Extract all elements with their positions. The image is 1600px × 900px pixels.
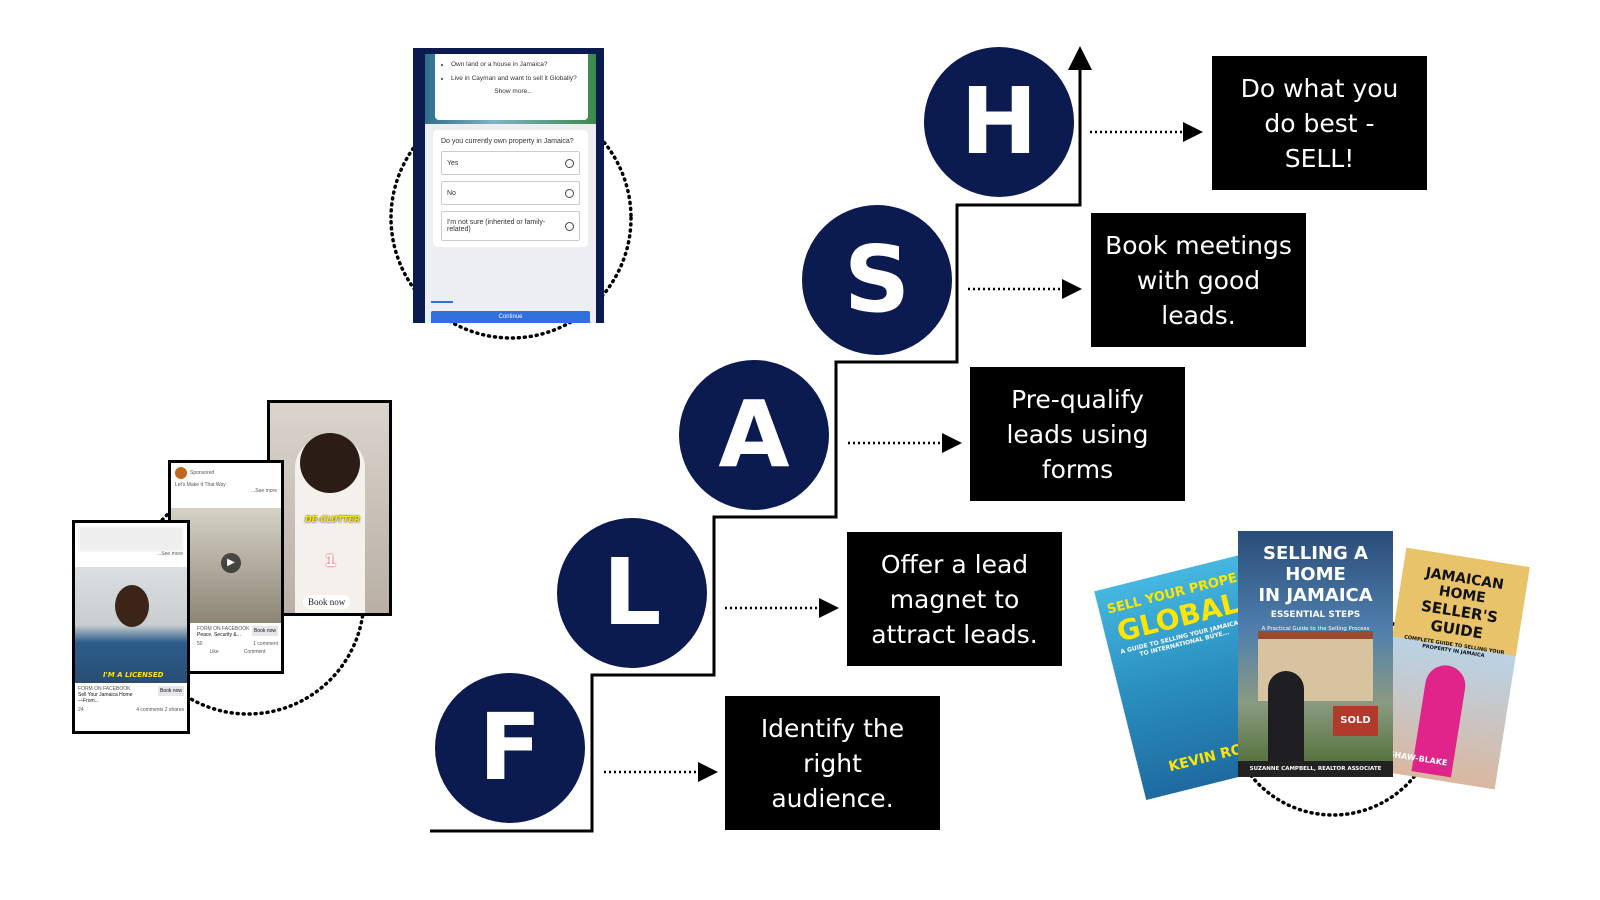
comment-count: 1 comment [253, 641, 278, 647]
step-h-circle: H [924, 47, 1074, 197]
step-l-circle: L [557, 518, 707, 668]
comment-button[interactable]: Comment [243, 649, 266, 655]
book-subtitle: ESSENTIAL STEPS [1270, 610, 1361, 620]
continue-button[interactable]: Continue [431, 311, 590, 323]
option-label: No [447, 189, 456, 197]
ad-title: Sell Your Jamaica Home—From... [78, 692, 133, 704]
staircase-line [430, 46, 1092, 833]
play-icon[interactable]: ▶ [221, 553, 241, 573]
book-cover-person [1268, 671, 1304, 761]
see-more-link[interactable]: ...See more [251, 488, 277, 494]
option-not-sure[interactable]: I'm not sure (inherited or family-relate… [441, 211, 580, 241]
question-card: Do you currently own property in Jamaica… [433, 130, 588, 247]
ad-overlay-number: 1 [325, 551, 337, 570]
ad-overlay-text: DE-CLUTTER [305, 515, 361, 524]
progress-bar [431, 301, 453, 303]
ad-video-person-head [300, 433, 360, 493]
step-a-box: Pre-qualify leads using forms [970, 367, 1185, 501]
step-a-circle: A [679, 360, 829, 510]
form-label: FORM ON FACEBOOK [197, 626, 250, 632]
ad-video-person-head [115, 585, 149, 627]
ad-header: ...See more [75, 523, 187, 567]
step-h-box: Do what you do best - SELL! [1212, 56, 1427, 190]
step-f-circle: F [435, 673, 585, 823]
book-now-button[interactable]: Book now [303, 595, 351, 609]
ad-title: Peace, Security &... [197, 632, 241, 638]
book-tagline: A Practical Guide to the Selling Process [1261, 626, 1370, 632]
step-s-box: Book meetings with good leads. [1091, 213, 1306, 347]
form-question: Do you currently own property in Jamaica… [441, 138, 574, 145]
book-title: IN JAMAICA [1258, 585, 1373, 606]
radio-icon [565, 188, 574, 198]
option-yes[interactable]: Yes [441, 151, 580, 175]
book-author: SUZANNE CAMPBELL, REALTOR ASSOCIATE [1238, 761, 1393, 777]
reaction-count: 50 [197, 641, 203, 647]
step-f-box: Identify the right audience. [725, 696, 940, 830]
show-more-link[interactable]: Show more... [494, 88, 533, 95]
book-cover-selling-a-home: SELLING A HOME IN JAMAICA ESSENTIAL STEP… [1238, 531, 1393, 777]
ad-facebook-1: ...See more I'M A LICENSED FORM ON FACEB… [72, 520, 190, 734]
like-button[interactable]: Like [209, 649, 219, 655]
radio-icon [565, 158, 574, 168]
option-label: Yes [447, 159, 459, 167]
video-caption: I'M A LICENSED [103, 671, 164, 679]
book-author: KEVIN RO [1167, 741, 1245, 776]
ad-header: Sponsored Let's Make It That Way ...See … [171, 463, 281, 508]
ad-story-3: DE-CLUTTER 1 Book now [267, 400, 392, 616]
step-l-box: Offer a lead magnet to attract leads. [847, 532, 1062, 666]
form-label: FORM ON FACEBOOK [78, 686, 131, 692]
form-header-image: Own land or a house in Jamaica? Live in … [425, 54, 596, 124]
lead-form-screenshot: Own land or a house in Jamaica? Live in … [413, 48, 604, 323]
book-cover-sign: SOLD [1333, 706, 1378, 736]
comment-count: 4 comments 2 shares [136, 707, 184, 713]
advertiser-avatar [175, 467, 187, 479]
see-more-link[interactable]: ...See more [157, 551, 183, 557]
book-title: SELLING A HOME [1263, 543, 1368, 585]
reaction-count: 24 [78, 707, 84, 713]
form-bullet: Own land or a house in Jamaica? [451, 58, 582, 72]
sponsored-label: Sponsored [190, 470, 215, 476]
step-s-circle: S [802, 205, 952, 355]
radio-icon [565, 221, 574, 231]
book-now-button[interactable]: Book now [158, 686, 184, 696]
option-no[interactable]: No [441, 181, 580, 205]
ad-video: I'M A LICENSED [75, 567, 187, 683]
ad-body: Let's Make It That Way [175, 482, 226, 488]
option-label: I'm not sure (inherited or family-relate… [447, 219, 546, 233]
form-bullet: Live in Cayman and want to sell it Globa… [451, 72, 582, 85]
book-now-button[interactable]: Book now [252, 626, 278, 636]
